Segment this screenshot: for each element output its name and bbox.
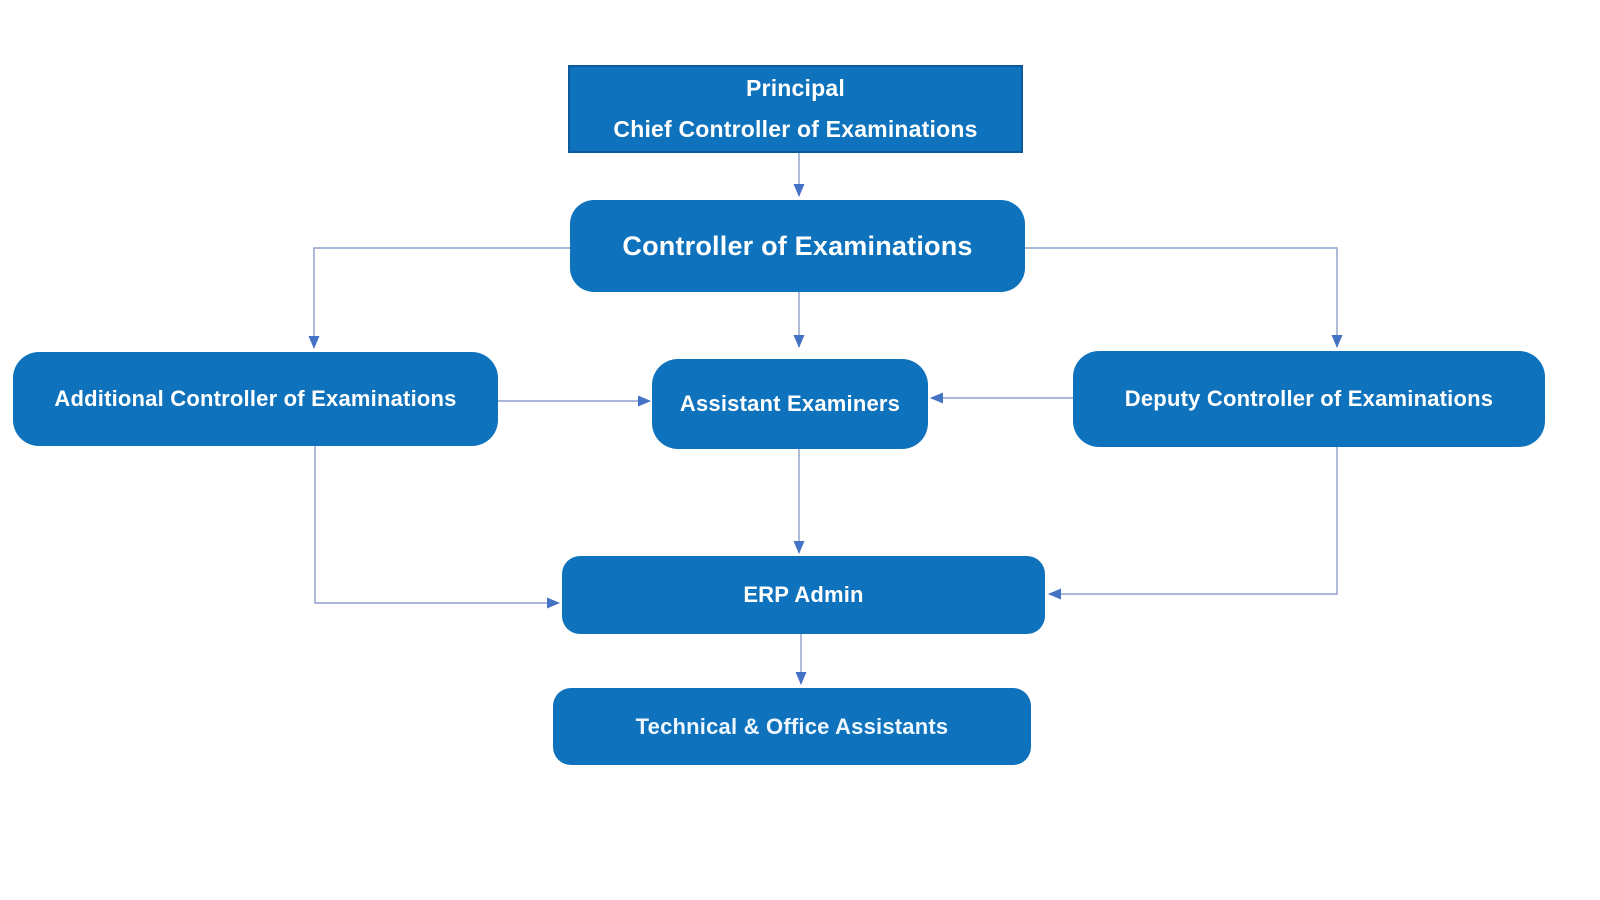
node-additional-controller: Additional Controller of Examinations — [13, 352, 498, 446]
node-assistant-label: Assistant Examiners — [679, 391, 901, 416]
node-principal-chief-controller: Principal Chief Controller of Examinatio… — [568, 65, 1023, 153]
node-assistant-examiners: Assistant Examiners — [652, 359, 928, 449]
node-technical-office-assistants: Technical & Office Assistants — [553, 688, 1031, 765]
node-controller-label: Controller of Examinations — [622, 230, 973, 261]
node-erp-admin: ERP Admin — [562, 556, 1045, 634]
connector-controller-to-additional — [308, 247, 570, 349]
node-deputy-label: Deputy Controller of Examinations — [1124, 386, 1494, 411]
node-erp-label: ERP Admin — [743, 582, 864, 607]
node-controller-of-examinations: Controller of Examinations — [570, 200, 1025, 292]
node-technical-label: Technical & Office Assistants — [635, 713, 949, 739]
node-deputy-controller: Deputy Controller of Examinations — [1073, 351, 1545, 447]
node-principal-line1: Principal — [746, 74, 845, 101]
connector-controller-to-deputy — [1025, 247, 1343, 348]
node-additional-label: Additional Controller of Examinations — [54, 386, 457, 411]
node-principal-line2: Chief Controller of Examinations — [613, 116, 978, 142]
connector-deputy-to-erp — [1048, 447, 1338, 600]
connector-additional-to-erp — [314, 446, 560, 609]
